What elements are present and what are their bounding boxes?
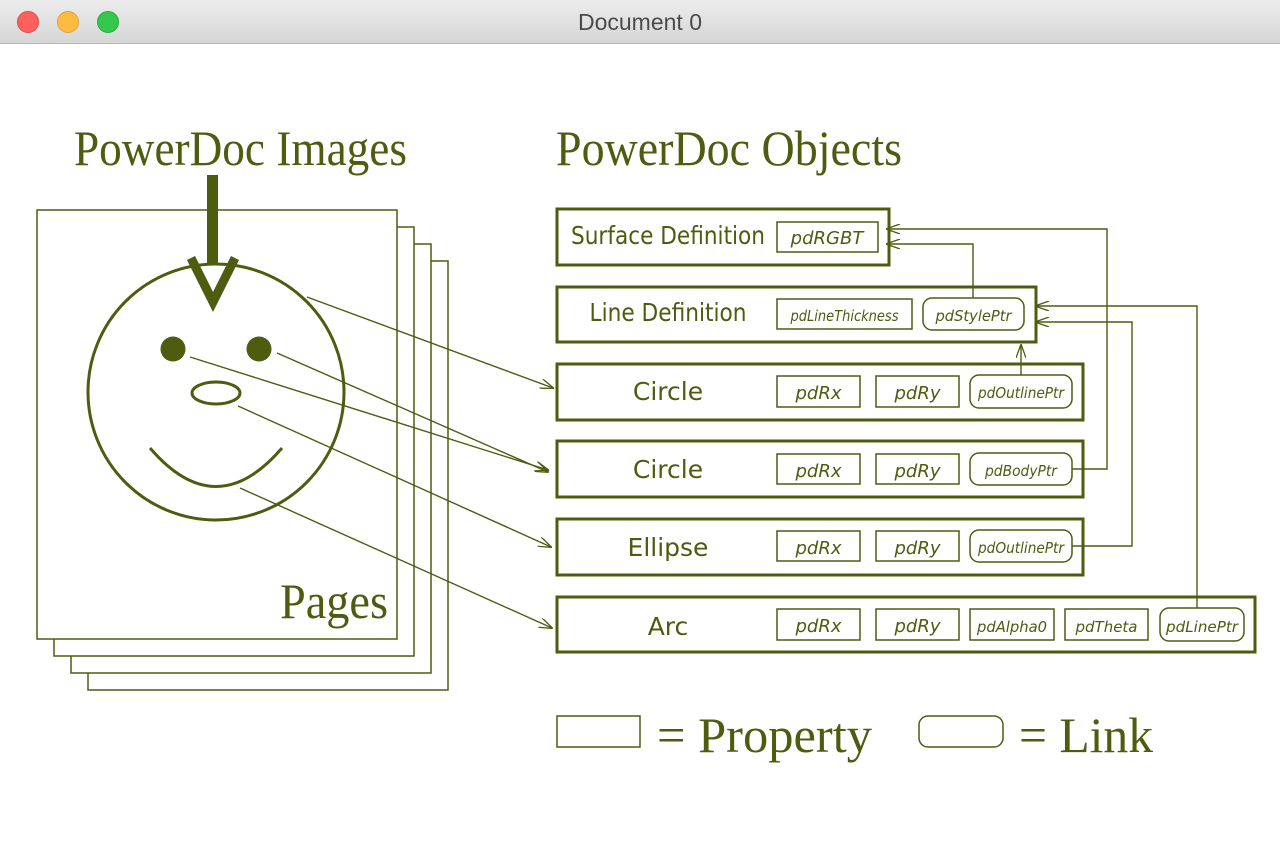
- arc-property-pdRx-label: pdRx: [794, 616, 841, 637]
- surface-definition-label: Surface Definition: [571, 221, 765, 250]
- ellipse-property-pdRx-label: pdRx: [794, 538, 841, 559]
- link-ellipse-outline-to-line: [1036, 322, 1133, 547]
- legend-property-text: = Property: [657, 707, 872, 763]
- page-1: [36, 209, 398, 640]
- circle-1-property-pdRy: [875, 375, 960, 408]
- images-heading: PowerDoc Images: [74, 120, 407, 176]
- circle-2-property-pdRx: [776, 453, 861, 485]
- circle-2-property-pdRy-label: pdRy: [893, 461, 940, 482]
- link-circle2-body-to-surface: [887, 229, 1108, 470]
- left-eye: [160, 336, 186, 362]
- right-eye: [246, 336, 272, 362]
- diagram-canvas: PowerDoc Images PowerDoc Objects Pages: [36, 120, 1257, 763]
- link-arc-line-to-line: [1036, 306, 1198, 608]
- legend-property-swatch: [556, 715, 641, 748]
- image-pointer-arrowhead: [186, 255, 240, 313]
- ellipse-frame: [555, 517, 1085, 577]
- title-bar: Document 0: [0, 0, 1280, 44]
- objects-heading: PowerDoc Objects: [556, 120, 902, 176]
- mouth-arc: [148, 447, 284, 488]
- image-connectors: [189, 296, 553, 628]
- ellipse-object-box: Ellipse pdRx pdRy pdOutlinePtr: [555, 517, 1085, 577]
- image-pointer-shaft: [207, 175, 218, 265]
- arc-link-pdLinePtr-label: pdLinePtr: [1165, 618, 1239, 636]
- link-pdStylePtr-label: pdStylePtr: [935, 307, 1013, 325]
- circle-2-label: Circle: [633, 455, 703, 484]
- arc-object-box: Arc pdRx pdRy pdAlpha0 pdTheta pdLinePtr: [555, 595, 1257, 654]
- connector-face-to-circle: [306, 296, 553, 388]
- nose-ellipse: [190, 380, 242, 406]
- ellipse-label: Ellipse: [628, 533, 709, 562]
- line-definition-frame: [555, 285, 1038, 344]
- circle-2-property-pdRy: [875, 453, 960, 485]
- circle-object-box-2: Circle pdRx pdRy pdBodyPtr: [555, 439, 1085, 499]
- ellipse-link-pdOutlinePtr-label: pdOutlinePtr: [977, 539, 1065, 557]
- arc-property-pdTheta-label: pdTheta: [1075, 618, 1138, 636]
- window-title: Document 0: [577, 9, 702, 35]
- connector-mouth-to-arc: [239, 487, 552, 628]
- circle-1-link-pdOutlinePtr-label: pdOutlinePtr: [977, 384, 1065, 402]
- legend-link-swatch: [918, 715, 1004, 748]
- close-button[interactable]: [17, 11, 39, 33]
- arc-property-pdAlpha0-label: pdAlpha0: [976, 618, 1047, 636]
- arc-property-pdTheta: [1064, 608, 1149, 641]
- arc-frame: [555, 595, 1257, 654]
- ellipse-property-pdRx: [776, 530, 861, 562]
- arc-property-pdAlpha0: [969, 608, 1055, 641]
- zoom-button[interactable]: [97, 11, 119, 33]
- property-pdRGBT: [776, 221, 879, 253]
- circle-1-property-pdRx: [776, 375, 861, 408]
- line-definition-label: Line Definition: [590, 298, 747, 327]
- arc-label: Arc: [648, 612, 689, 641]
- arc-link-pdLinePtr: [1159, 607, 1245, 642]
- connector-left-eye-to-circle: [189, 356, 548, 470]
- surface-definition-box: Surface Definition pdRGBT: [555, 207, 891, 267]
- circle-object-box-1: Circle pdRx pdRy pdOutlinePtr: [555, 362, 1085, 422]
- page-stack: [36, 209, 449, 691]
- link-stylePtr-to-surface: [887, 244, 974, 298]
- circle-2-link-pdBodyPtr-label: pdBodyPtr: [984, 462, 1058, 480]
- connector-right-eye-to-circle: [276, 352, 548, 472]
- surface-definition-frame: [555, 207, 891, 267]
- ellipse-property-pdRy-label: pdRy: [893, 538, 940, 559]
- connector-nose-to-ellipse: [237, 405, 551, 547]
- pages-label: Pages: [280, 573, 388, 629]
- property-pdLineThickness-label: pdLineThickness: [790, 307, 899, 325]
- arc-property-pdRy: [875, 608, 960, 641]
- circle-1-label: Circle: [633, 377, 703, 406]
- minimize-button[interactable]: [57, 11, 79, 33]
- circle-1-property-pdRx-label: pdRx: [794, 383, 841, 404]
- arc-property-pdRx: [776, 608, 861, 641]
- legend: = Property = Link: [556, 707, 1153, 763]
- circle-1-frame: [555, 362, 1085, 422]
- circle-1-property-pdRy-label: pdRy: [893, 383, 940, 404]
- line-definition-box: Line Definition pdLineThickness pdStyleP…: [555, 285, 1038, 344]
- legend-link-text: = Link: [1019, 707, 1153, 763]
- circle-2-property-pdRx-label: pdRx: [794, 461, 841, 482]
- arc-property-pdRy-label: pdRy: [893, 616, 940, 637]
- ellipse-property-pdRy: [875, 530, 960, 562]
- property-pdLineThickness: [776, 298, 913, 330]
- link-connectors: [887, 229, 1198, 608]
- property-pdRGBT-label: pdRGBT: [790, 228, 866, 249]
